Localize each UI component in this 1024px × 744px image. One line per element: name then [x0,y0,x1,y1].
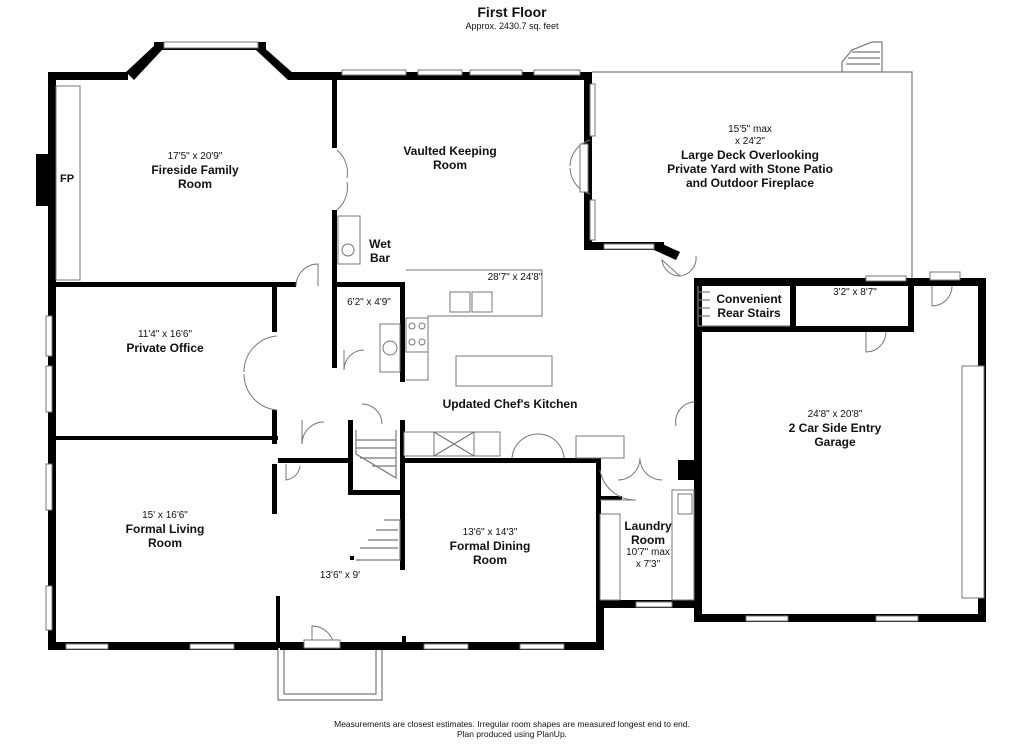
floor-title: First Floor [477,4,547,20]
label-keeping-room: Vaulted Keeping Room [403,144,497,172]
label-deck: 15'5" max x 24'2" Large Deck Overlooking… [667,124,833,190]
fireplace-hearth [55,85,81,281]
label-foyer-dim: 13'6" x 9' [319,570,361,581]
label-rear-stairs: Convenient Rear Stairs [716,292,782,320]
label-kitchen: Updated Chef's Kitchen [442,397,578,411]
windows [45,41,985,650]
porch-outline [277,646,383,701]
label-family-room: 17'5" x 20'9" Fireside Family Room [151,151,239,191]
footer-disclaimer: Measurements are closest estimates. Irre… [334,719,690,729]
label-living-room: 15' x 16'6" Formal Living Room [125,510,205,550]
label-dining-room: 13'6" x 14'3" Formal Dining Room [449,527,531,567]
deck-outline [592,71,913,278]
footer-credit: Plan produced using PlanUp. [456,729,568,739]
label-office: 11'4" x 16'6" Private Office [126,329,204,355]
label-wet-bar: Wet Bar [369,237,391,265]
plan-footer: Measurements are closest estimates. Irre… [0,719,1024,739]
label-storage-dim: 3'2" x 8'7" [833,287,877,298]
garage-walls [678,278,986,622]
kitchen-island [455,355,553,387]
floor-area: Approx. 2430.7 sq. feet [465,21,559,31]
kitchen-fixtures [337,215,695,601]
stairs [355,286,790,561]
label-kitchen-dim: 28'7" x 24'8" [487,272,543,283]
label-garage: 24'8" x 20'8" 2 Car Side Entry Garage [788,409,882,449]
doors [243,139,961,649]
deck-stairs [841,41,883,72]
label-pantry-dim: 6'2" x 4'9" [347,297,391,308]
label-laundry: Laundry Room 10'7" max x 7'3" [624,519,672,570]
plan-header: First Floor Approx. 2430.7 sq. feet [0,4,1024,31]
label-fireplace: FP [59,173,75,185]
